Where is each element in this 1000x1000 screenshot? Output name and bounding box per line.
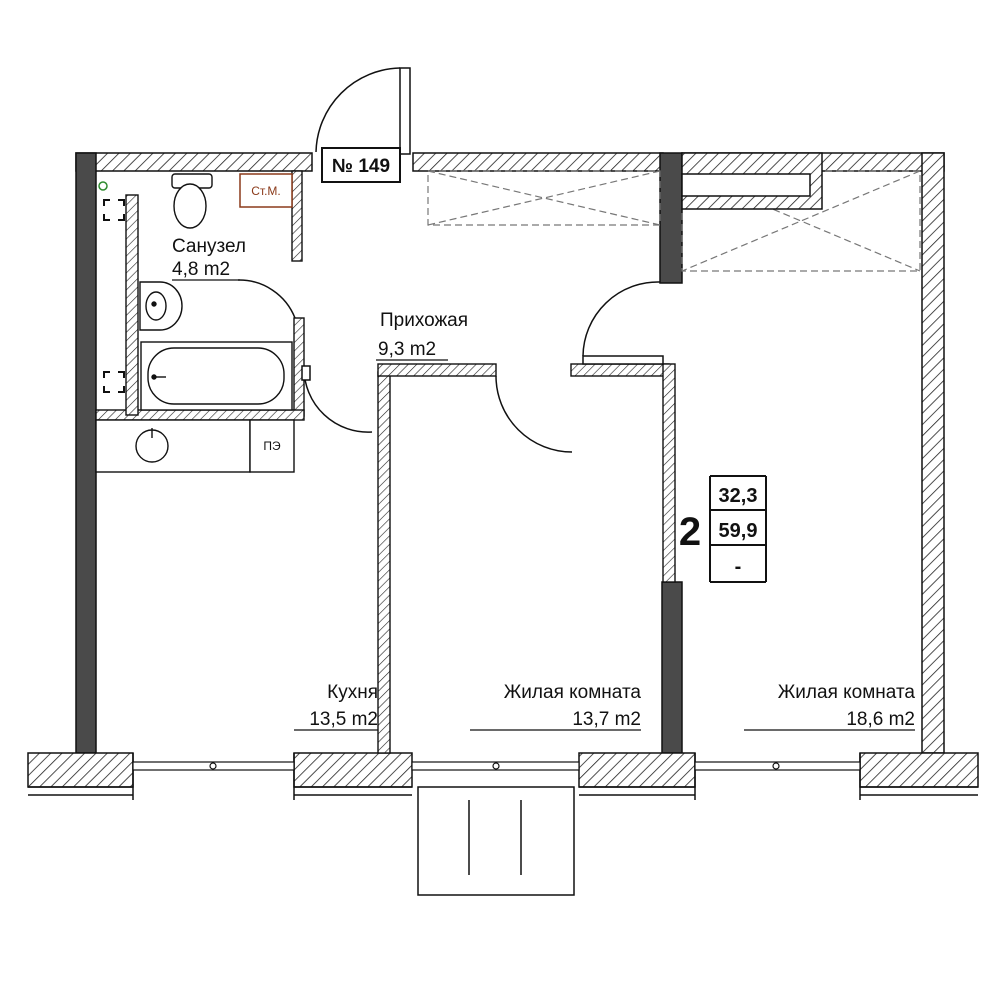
riser-label: Ст.М. <box>251 184 281 198</box>
total-area-value: 59,9 <box>719 520 758 542</box>
apartment-number-box <box>321 147 401 183</box>
apartment-number: № 149 <box>332 156 390 177</box>
kitchen-sink-block <box>95 419 295 473</box>
electrical-panel-label: ПЭ <box>263 439 281 453</box>
extra-value: - <box>735 556 742 578</box>
balcony <box>417 786 575 896</box>
living-area-value: 32,3 <box>719 485 758 507</box>
room-name-living-2: Жилая комната <box>778 682 916 703</box>
riser-box <box>239 173 293 208</box>
vent-marks <box>103 199 125 393</box>
storage-zones <box>427 170 921 272</box>
facade-strip <box>27 752 979 800</box>
rooms-count: 2 <box>679 510 701 554</box>
marker-circle-icon <box>98 181 108 191</box>
room-area-bathroom: 4,8 m2 <box>172 259 230 280</box>
ventilation-duct <box>681 152 823 210</box>
bathroom-fixtures <box>139 173 293 411</box>
room-name-living-1: Жилая комната <box>504 682 642 703</box>
room-area-kitchen: 13,5 m2 <box>309 709 378 730</box>
area-summary-box <box>709 475 767 583</box>
room-area-living-2: 18,6 m2 <box>846 709 915 730</box>
room-name-bathroom: Санузел <box>172 236 246 257</box>
room-name-kitchen: Кухня <box>327 682 378 703</box>
room-area-living-1: 13,7 m2 <box>572 709 641 730</box>
windows <box>132 761 861 771</box>
room-area-hallway: 9,3 m2 <box>378 339 436 360</box>
room-name-hallway: Прихожая <box>380 310 468 331</box>
doors <box>237 67 664 453</box>
